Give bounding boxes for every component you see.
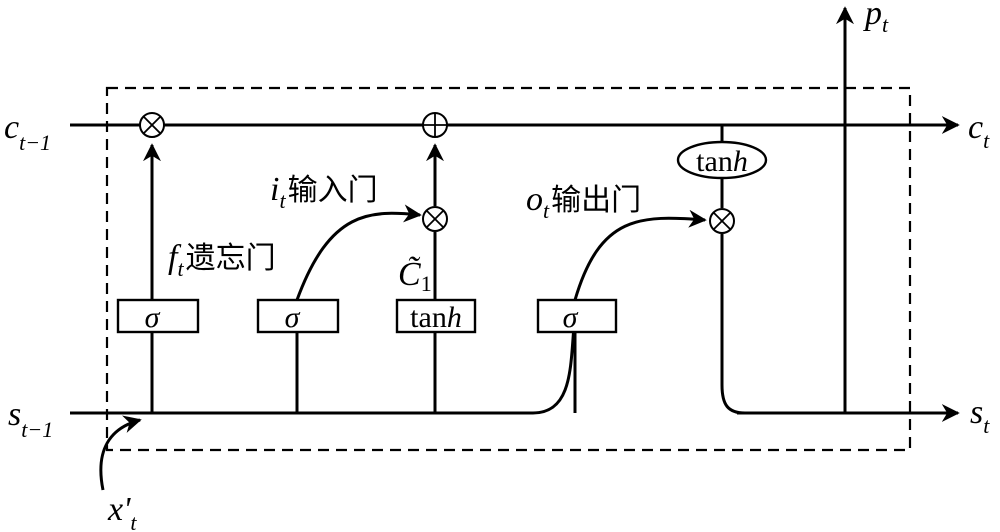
- c-prev-label: ct−1: [4, 109, 51, 155]
- forget-sigma-box: σ: [116, 298, 200, 334]
- s-prev-label: st−1: [8, 396, 53, 442]
- c-out-label: ct: [968, 109, 990, 153]
- input-sigma-box: σ: [256, 298, 340, 334]
- candidate-tanh-box: tanh: [395, 298, 477, 334]
- forget-multiply-op: [139, 112, 165, 138]
- mult-to-hidden-line: [720, 234, 746, 415]
- output-multiply-op: [709, 208, 735, 234]
- output-gate-label: ot输出门: [526, 181, 641, 223]
- forget-gate-label: ft遗忘门: [168, 239, 276, 281]
- add-op: [422, 112, 448, 138]
- output-tanh-ellipse: tanh: [676, 140, 768, 180]
- svg-text:tanh: tanh: [696, 145, 748, 178]
- output-gate-curve: [573, 209, 707, 301]
- x-input-label: x't: [107, 491, 137, 532]
- s-out-label: st: [970, 394, 990, 438]
- candidate-label: C̃1: [398, 255, 432, 296]
- svg-text:σ: σ: [145, 301, 161, 334]
- cell-boundary: [105, 86, 912, 452]
- svg-text:σ: σ: [285, 301, 301, 334]
- svg-text:tanh: tanh: [410, 301, 462, 334]
- input-multiply-op: [422, 206, 448, 232]
- p-out-label: pt: [863, 0, 889, 37]
- input-gate-label: it输入门: [270, 171, 378, 213]
- svg-text:σ: σ: [563, 301, 579, 334]
- x-input-curve: [99, 415, 142, 491]
- output-sigma-box: σ: [536, 298, 618, 334]
- input-gate-curve: [295, 204, 422, 301]
